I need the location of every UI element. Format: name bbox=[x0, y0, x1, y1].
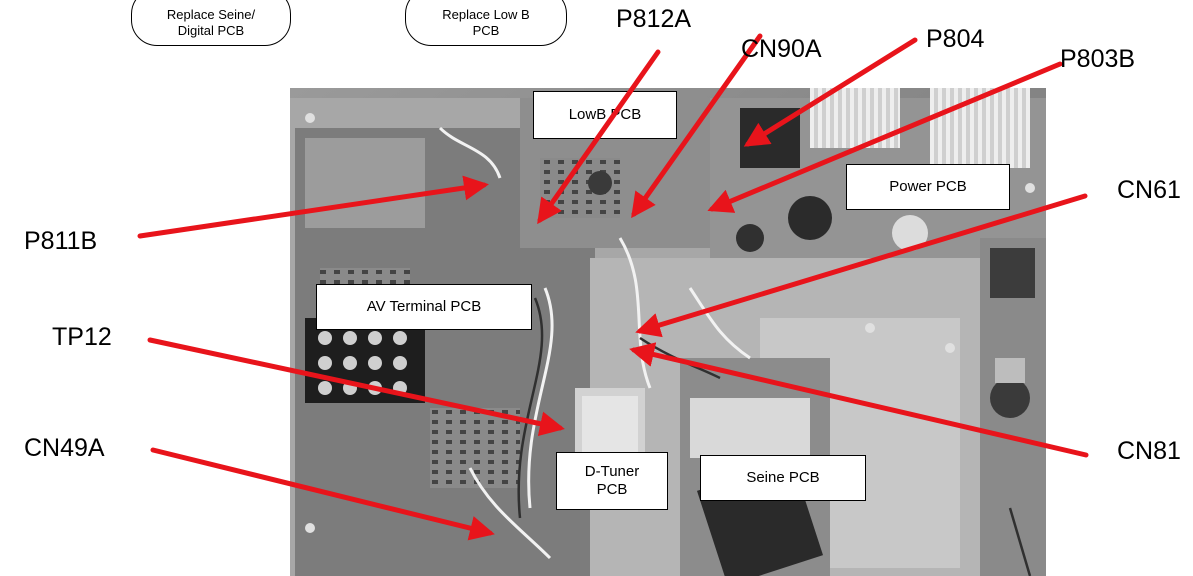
label-p803b: P803B bbox=[1060, 45, 1136, 73]
d-tuner-pcb-label: D-Tuner PCB bbox=[556, 452, 668, 510]
replace-seine-digital-pcb-button[interactable]: Replace Seine/ Digital PCB bbox=[131, 0, 291, 46]
seine-pcb-label: Seine PCB bbox=[700, 455, 866, 501]
label-cn81: CN81 bbox=[1117, 437, 1181, 465]
lowb-pcb-label: LowB PCB bbox=[533, 91, 677, 139]
label-cn90a: CN90A bbox=[741, 35, 822, 63]
label-tp12: TP12 bbox=[52, 323, 112, 351]
power-pcb-label: Power PCB bbox=[846, 164, 1010, 210]
label-p804: P804 bbox=[926, 25, 985, 53]
av-terminal-pcb-label: AV Terminal PCB bbox=[316, 284, 532, 330]
label-p812a: P812A bbox=[616, 5, 692, 33]
label-cn49a: CN49A bbox=[24, 434, 105, 462]
label-cn61: CN61 bbox=[1117, 176, 1181, 204]
label-p811b: P811B bbox=[24, 227, 98, 255]
chassis-photo-drawing bbox=[290, 88, 1046, 576]
chassis-photo bbox=[290, 88, 1046, 576]
replace-lowb-pcb-button[interactable]: Replace Low B PCB bbox=[405, 0, 567, 46]
